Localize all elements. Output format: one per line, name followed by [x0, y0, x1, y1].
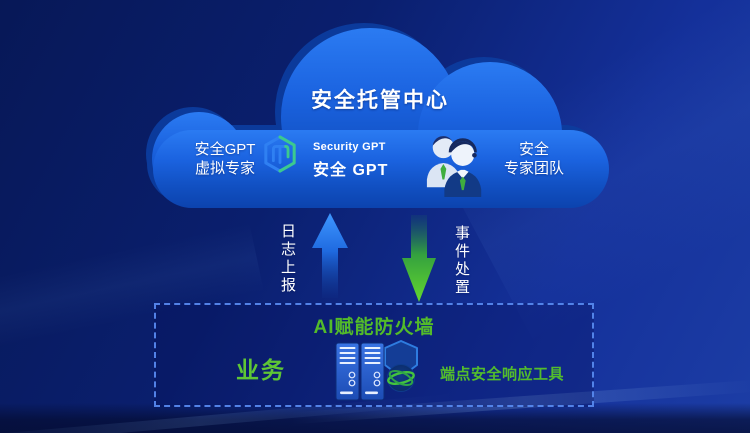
virtual-expert-label: 安全GPT 虚拟专家	[180, 141, 270, 179]
down-arrow-icon	[402, 215, 436, 302]
endpoint-tool-label: 端点安全响应工具	[440, 366, 565, 383]
virtual-expert-line1: 安全GPT	[194, 141, 256, 158]
firewall-zone-title: AI赋能防火墙	[313, 317, 435, 338]
gpt-logo-name-en: Security GPT	[313, 141, 386, 153]
incident-handling-label: 事件处置	[453, 225, 470, 297]
firewall-zone-box: AI赋能防火墙 业务	[154, 303, 594, 407]
expert-team-line1: 安全	[518, 141, 549, 158]
log-upload-label: 日志上报	[279, 223, 296, 295]
expert-team-icon	[426, 136, 482, 197]
up-arrow-icon	[312, 213, 348, 298]
gpt-logo-captions: Security GPT 安全 GPT	[313, 141, 388, 180]
server-rack-icon	[335, 340, 418, 401]
gpt-logo-name-zh: 安全 GPT	[313, 162, 389, 179]
virtual-expert-line2: 虚拟专家	[194, 159, 255, 177]
security-gpt-logo-icon	[264, 135, 296, 173]
expert-team-label: 安全 专家团队	[494, 141, 574, 179]
cloud-shape	[146, 23, 609, 208]
expert-team-line2: 专家团队	[503, 159, 564, 177]
background-bottom-band	[0, 403, 750, 433]
business-label: 业务	[236, 357, 286, 383]
shield-globe-icon	[384, 340, 418, 392]
cloud-title: 安全托管中心	[311, 89, 449, 112]
